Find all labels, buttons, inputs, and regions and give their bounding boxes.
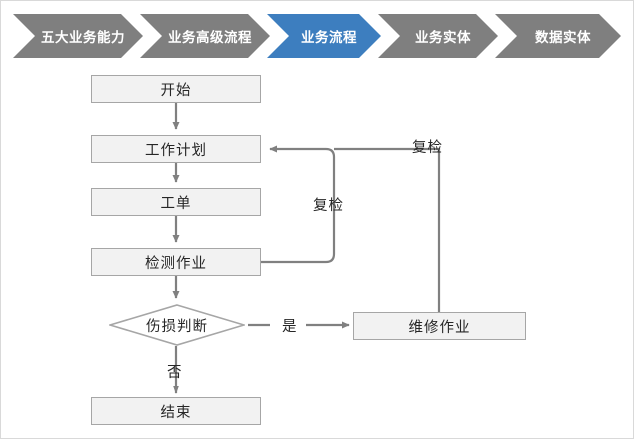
breadcrumb-item-5[interactable]: 数据实体 xyxy=(495,14,621,58)
breadcrumb-item-2-label: 业务高级流程 xyxy=(168,30,252,45)
edge-label-recheck-inner: 复检 xyxy=(313,198,344,214)
breadcrumb-item-1[interactable]: 五大业务能力 xyxy=(13,14,143,58)
flow-node-work-plan[interactable]: 工作计划 xyxy=(91,135,261,163)
breadcrumb-item-3-label: 业务流程 xyxy=(301,30,357,45)
flow-node-inspection-label: 检测作业 xyxy=(145,255,207,272)
breadcrumb-item-3-active[interactable]: 业务流程 xyxy=(267,14,381,58)
flow-node-work-order[interactable]: 工单 xyxy=(91,188,261,216)
flow-node-damage-decision-label: 伤损判断 xyxy=(146,318,208,335)
flow-node-work-order-label: 工单 xyxy=(160,195,192,212)
edge-label-yes: 是 xyxy=(282,319,298,335)
flow-node-start[interactable]: 开始 xyxy=(91,75,261,103)
breadcrumb-item-1-label: 五大业务能力 xyxy=(41,30,125,45)
breadcrumb-item-2[interactable]: 业务高级流程 xyxy=(140,14,270,58)
flow-node-work-plan-label: 工作计划 xyxy=(145,142,207,159)
diamond-shape-icon xyxy=(109,304,245,346)
edge-label-recheck-outer: 复检 xyxy=(412,140,443,156)
breadcrumb: 五大业务能力 业务高级流程 业务流程 业务实体 数据实体 xyxy=(1,14,634,58)
flow-node-repair-label: 维修作业 xyxy=(408,319,471,336)
edge-repair-recheck-to-workplan xyxy=(334,147,441,312)
breadcrumb-item-4-label: 业务实体 xyxy=(415,30,471,45)
flow-node-inspection[interactable]: 检测作业 xyxy=(91,248,261,276)
flow-node-end[interactable]: 结束 xyxy=(91,397,261,425)
breadcrumb-item-5-label: 数据实体 xyxy=(535,30,591,45)
breadcrumb-item-4[interactable]: 业务实体 xyxy=(378,14,498,58)
flow-node-start-label: 开始 xyxy=(160,82,192,99)
flow-node-repair[interactable]: 维修作业 xyxy=(353,312,526,340)
flow-node-end-label: 结束 xyxy=(160,404,192,421)
flow-node-damage-decision[interactable]: 伤损判断 xyxy=(109,304,245,346)
edge-label-no: 否 xyxy=(167,365,183,381)
